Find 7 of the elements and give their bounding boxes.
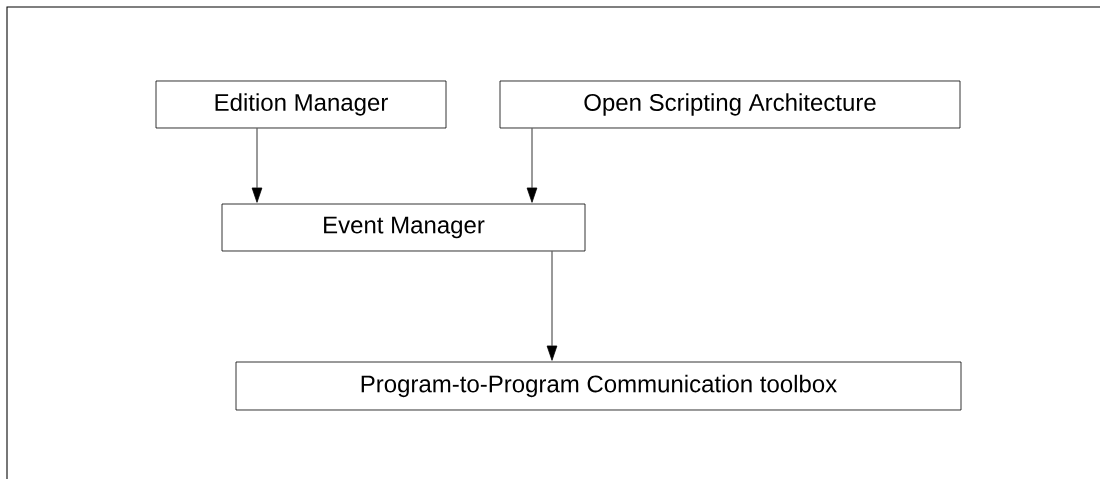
arrow (251, 128, 263, 203)
process-box: Program-to-Program Communication toolbox (235, 361, 962, 411)
arrow (546, 251, 558, 361)
process-box: Open Scripting Architecture (499, 80, 961, 129)
arrow (526, 128, 538, 203)
process-box: Edition Manager (155, 80, 447, 129)
process-box: Event Manager (221, 203, 586, 252)
